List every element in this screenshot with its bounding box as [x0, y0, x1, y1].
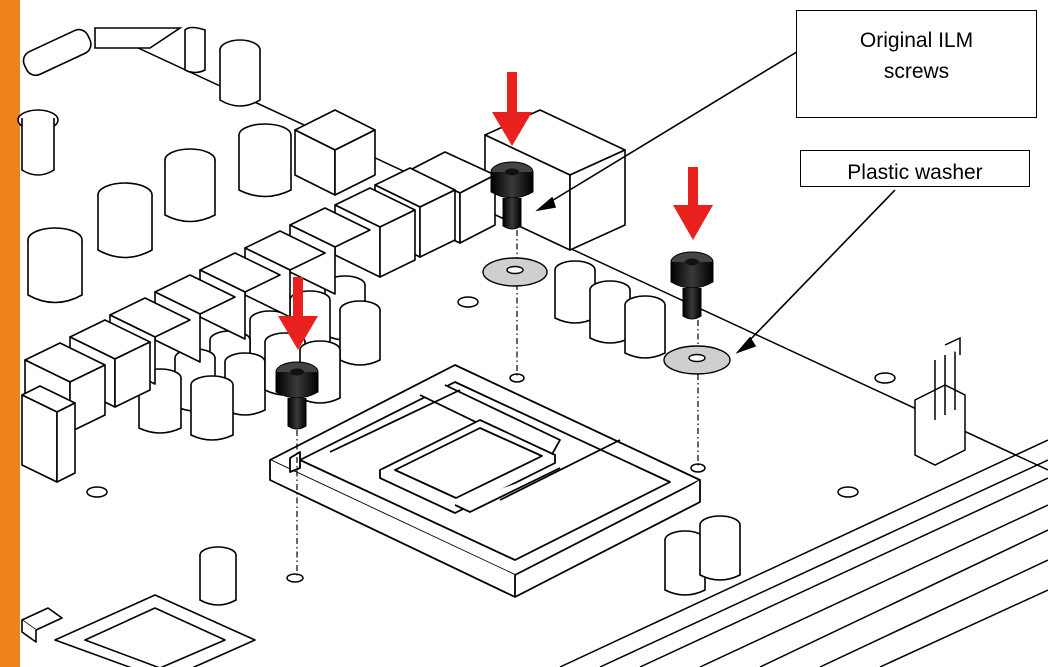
- down-arrow-icon: [492, 72, 532, 146]
- ilm-screws-label-line1: Original ILM: [859, 29, 974, 52]
- cpu-socket-frame: [269, 364, 701, 598]
- right-connector: [914, 336, 966, 466]
- top-left-components: [17, 26, 261, 176]
- mounting-holes: [86, 296, 896, 583]
- capacitors: [27, 123, 741, 606]
- bottom-chip: [21, 594, 256, 667]
- plastic-washer-callout: Plastic washer: [800, 150, 1030, 187]
- ilm-screws-label-line2: screws: [883, 60, 950, 83]
- plastic-washer-label: Plastic washer: [847, 161, 983, 184]
- screw-icon: [490, 161, 534, 230]
- down-arrow-icon: [278, 277, 318, 350]
- screw-icon: [275, 361, 319, 430]
- alignment-lines: [296, 230, 699, 578]
- down-arrow-icon: [673, 167, 713, 240]
- screw-icon: [670, 251, 714, 320]
- left-accent-strip: [0, 0, 20, 667]
- washer-icon: [663, 345, 731, 375]
- leader-lines: [535, 49, 896, 354]
- ilm-screws-callout: Original ILM screws: [796, 10, 1037, 118]
- washer-icon: [482, 257, 548, 287]
- inductor-blocks: [21, 109, 626, 483]
